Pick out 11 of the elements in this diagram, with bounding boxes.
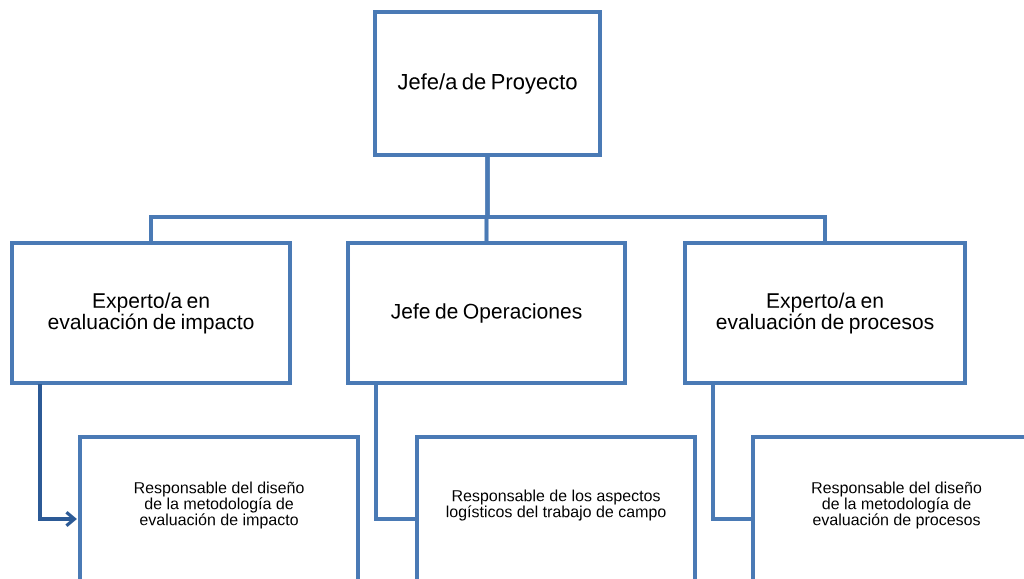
- role-box: Experto/a en evaluación de impacto: [10, 241, 292, 385]
- connector: [711, 384, 754, 521]
- role-box: Jefe/a de Proyecto: [373, 10, 602, 157]
- task-box: Responsable del diseño de la metodología de evaluación de procesos: [751, 435, 1024, 579]
- connector: [38, 384, 77, 527]
- role-box: Experto/a en evaluación de procesos: [683, 241, 967, 385]
- connector: [374, 384, 418, 521]
- connector: [485, 157, 827, 241]
- task-box: Responsable de los aspectos logísticos del trabajo de campo: [415, 435, 697, 579]
- task-box: Responsable del diseño de la metodología de evaluación de impacto: [78, 435, 360, 579]
- role-box: Jefe de Operaciones: [346, 241, 627, 385]
